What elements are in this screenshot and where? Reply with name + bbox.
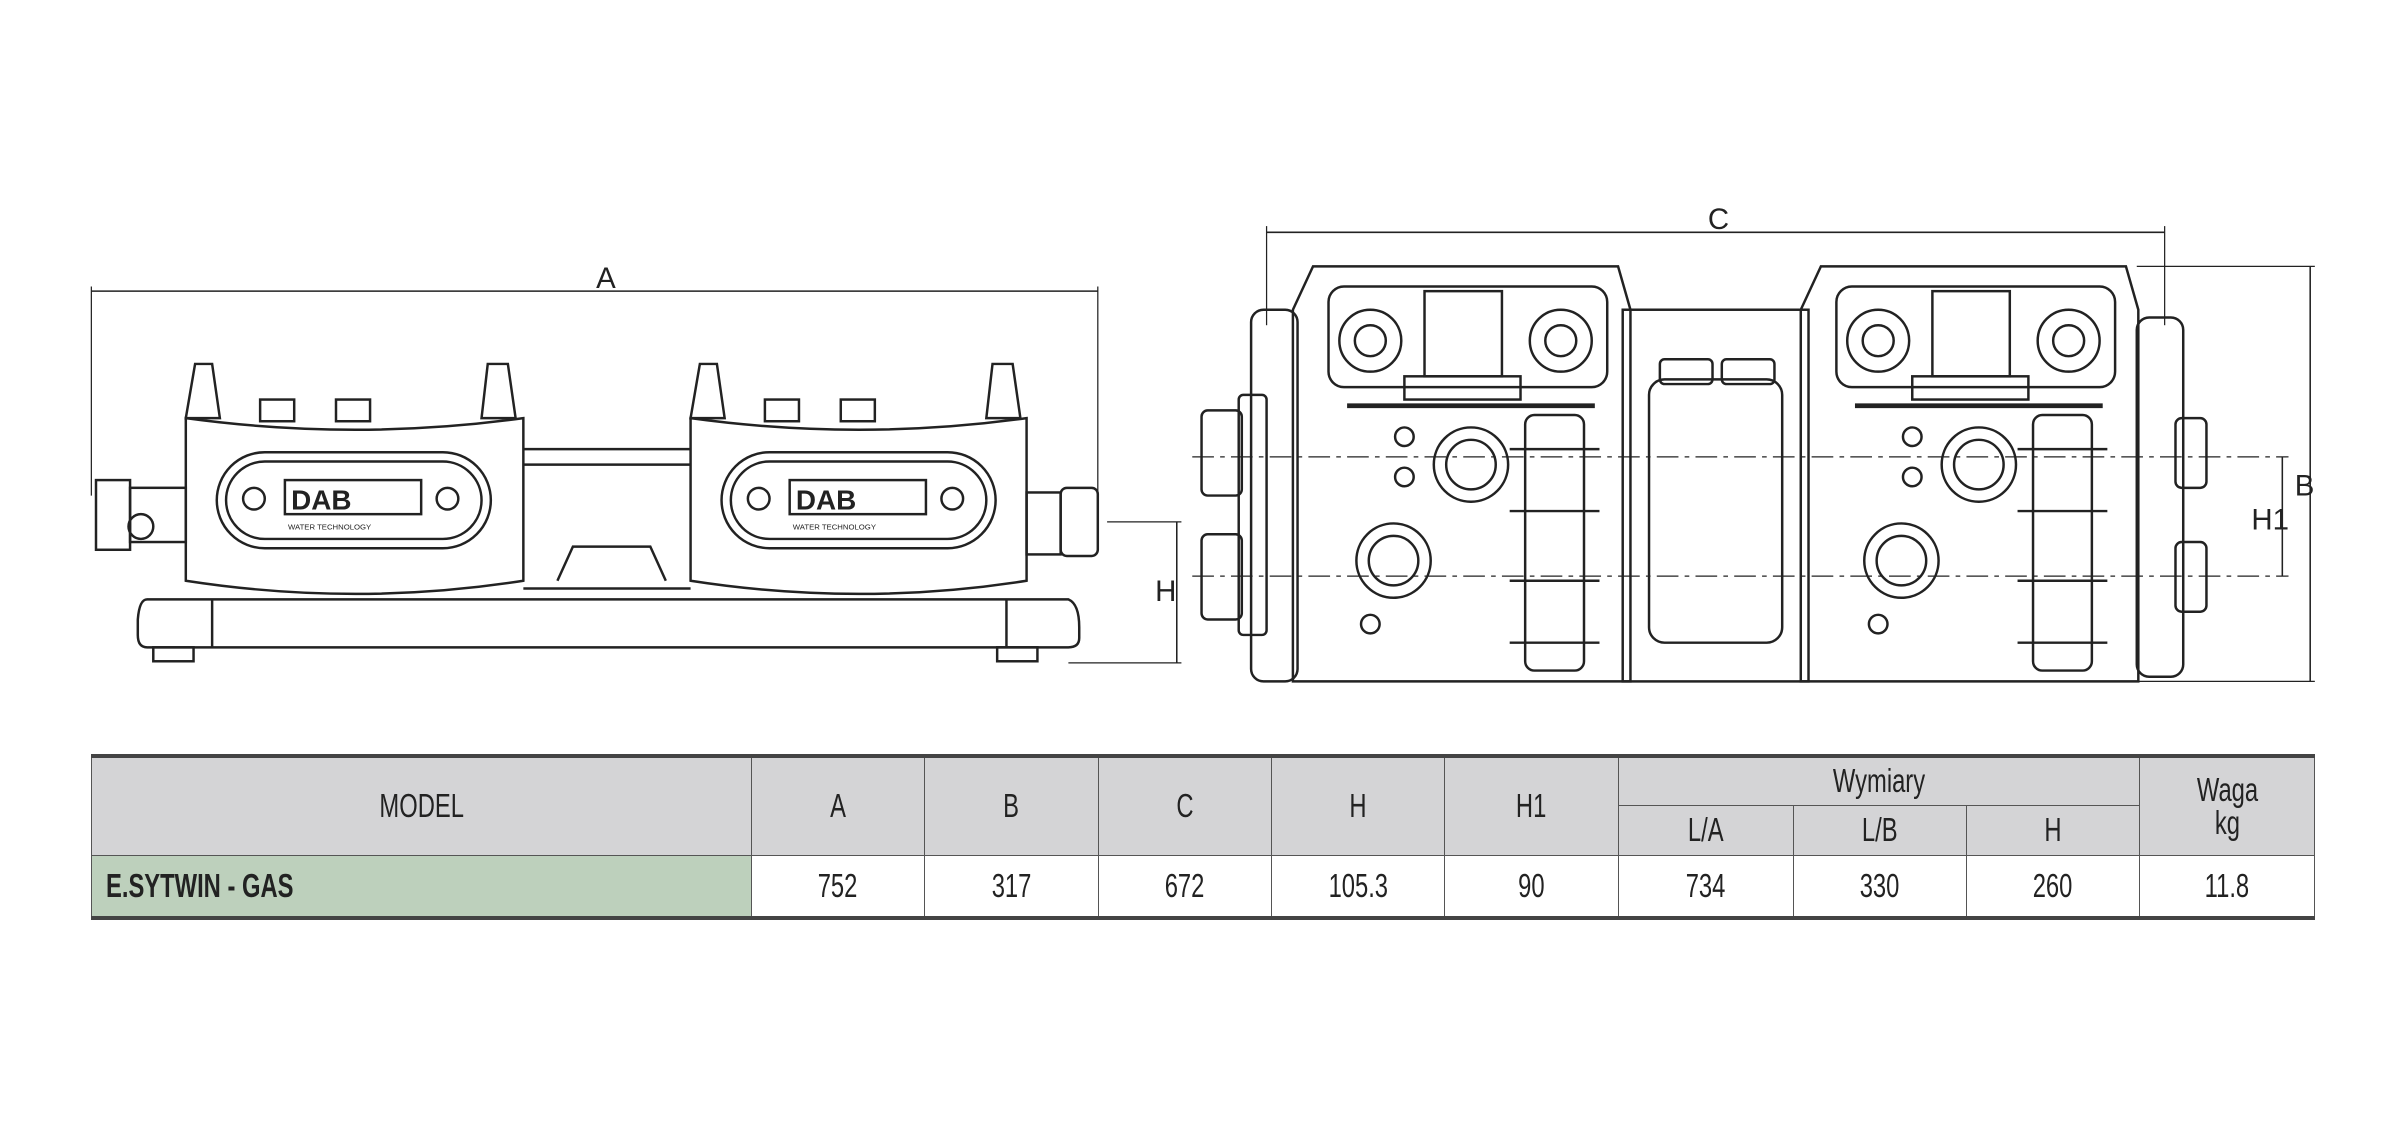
pump-right	[689, 362, 1028, 596]
pump-left	[184, 362, 525, 596]
header-model: MODEL	[91, 755, 752, 856]
header-a: A	[751, 755, 925, 856]
cell-gh: 260	[1965, 854, 2141, 919]
base	[136, 598, 1081, 649]
dimension-c-label: C	[1708, 203, 1729, 236]
header-h1: H1	[1444, 755, 1619, 856]
header-c: C	[1098, 755, 1272, 856]
header-wymiary: Wymiary	[1617, 755, 2141, 806]
header-h: H	[1271, 755, 1445, 856]
cell-la: 734	[1618, 854, 1794, 919]
dimension-b-label: B	[2295, 470, 2315, 503]
logo-subtext: WATER TECHNOLOGY	[793, 523, 876, 532]
dimension-h-label: H	[1155, 575, 1176, 608]
dimension-a-label: A	[596, 262, 616, 295]
header-la: L/A	[1618, 804, 1794, 856]
cell-h: 105.3	[1271, 854, 1445, 919]
cell-weight: 11.8	[2139, 854, 2316, 919]
pump-unit-left	[1291, 265, 1632, 683]
dab-logo: DAB	[796, 485, 856, 516]
header-b: B	[924, 755, 1099, 856]
cell-model: E.SYTWIN - GAS	[91, 854, 752, 919]
outlet-nut	[1059, 486, 1100, 558]
dab-logo: DAB	[291, 485, 351, 516]
pump-unit-right	[1799, 265, 2140, 683]
header-gh: H	[1965, 804, 2141, 856]
tank	[1621, 308, 1810, 683]
logo-subtext: WATER TECHNOLOGY	[288, 523, 371, 532]
table-row: E.SYTWIN - GAS 752 317 672 105.3 90 734 …	[91, 854, 2316, 919]
cell-h1: 90	[1444, 854, 1619, 919]
dimension-h1-label: H1	[2251, 504, 2289, 537]
cell-lb: 330	[1793, 854, 1967, 919]
cell-a: 752	[751, 854, 925, 919]
cell-b: 317	[924, 854, 1099, 919]
top-view	[1192, 226, 2315, 683]
cell-c: 672	[1098, 854, 1272, 919]
inlet-pipe	[94, 478, 132, 552]
front-view	[90, 286, 1182, 664]
header-lb: L/B	[1793, 804, 1967, 856]
